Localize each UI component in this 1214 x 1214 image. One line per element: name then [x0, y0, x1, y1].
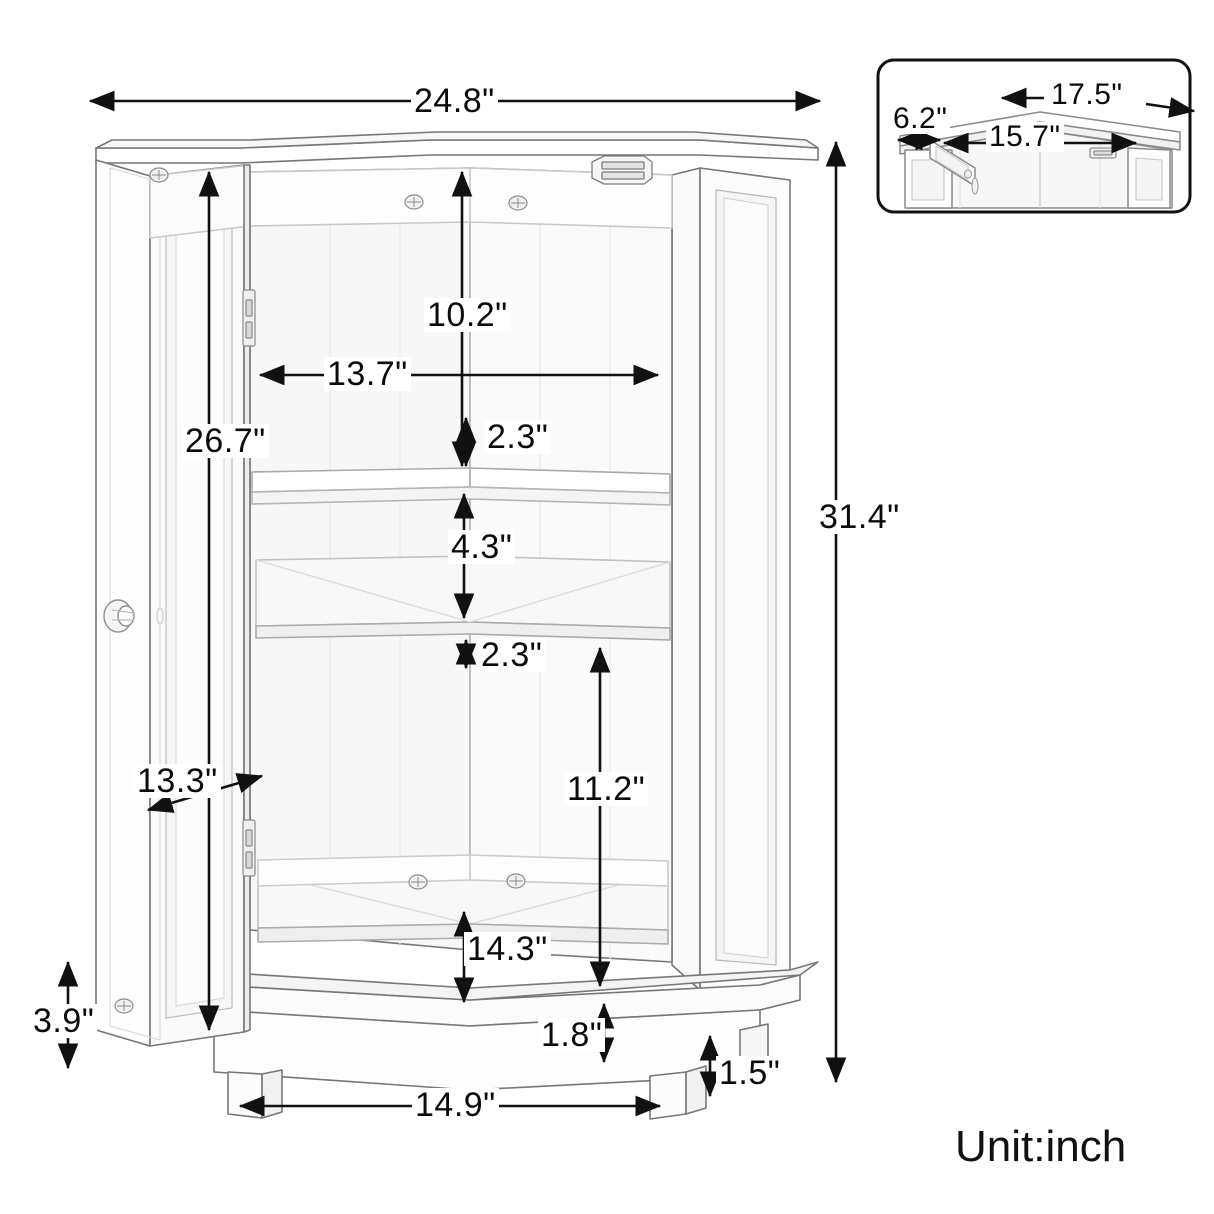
label-upper-compartment: 10.2": [424, 298, 511, 332]
label-interior-width: 13.7": [324, 357, 411, 391]
inset-magnetic-catch: [1089, 147, 1117, 159]
inset-door-knob: [964, 169, 972, 179]
label-overall-height: 31.4": [816, 500, 903, 534]
label-door-height: 26.7": [182, 424, 269, 458]
magnetic-catch: [591, 155, 653, 185]
label-foot-height: 1.5": [716, 1056, 784, 1090]
screw-group: [114, 167, 528, 1014]
label-inset-top-span: 17.5": [1048, 80, 1126, 110]
label-inset-front-face: 15.7": [986, 122, 1064, 152]
door-hinge-upper: [242, 289, 256, 347]
door-edge-strip: [109, 167, 161, 1041]
dimline-inset-top-span-right: [1145, 97, 1196, 118]
shelf-middle-fold: [255, 559, 671, 623]
label-lower-compartment: 11.2": [564, 772, 649, 806]
screw-lower-a: [408, 874, 428, 890]
right-panel-inset-inner: [723, 197, 769, 959]
label-base-clearance: 3.9": [30, 1004, 98, 1038]
screw-lower-b: [506, 873, 526, 889]
inset-left-door-panel: [911, 159, 945, 201]
label-door-depth: 13.3": [134, 764, 221, 798]
label-base-rail: 1.8": [538, 1018, 606, 1052]
inset-hinge: [971, 177, 979, 195]
screw-rail-b: [508, 195, 528, 211]
screw-bottom-left-hinge: [114, 998, 134, 1014]
screw-top-left-hinge: [149, 167, 169, 183]
label-inset-side-depth: 6.2": [890, 104, 951, 134]
door-latch-plate: [156, 607, 164, 625]
door-knob: [103, 599, 135, 633]
label-shelf-gap-bottom: 2.3": [478, 638, 546, 672]
inset-open-door-panel: [935, 145, 969, 181]
label-base-width: 14.9": [412, 1088, 499, 1122]
door-leading-edge: [243, 164, 251, 1033]
label-overall-width: 24.8": [411, 84, 498, 118]
inset-right-door-panel: [1135, 157, 1163, 201]
base-moulding-top: [183, 961, 819, 1001]
label-middle-compartment: 4.3": [448, 530, 516, 564]
screw-rail-a: [404, 194, 424, 210]
label-lower-interior: 14.3": [464, 932, 551, 966]
unit-label: Unit:inch: [955, 1122, 1127, 1171]
door-hinge-lower: [242, 819, 256, 877]
top-slab-bevel: [95, 131, 819, 149]
label-shelf-gap-top: 2.3": [484, 420, 552, 454]
